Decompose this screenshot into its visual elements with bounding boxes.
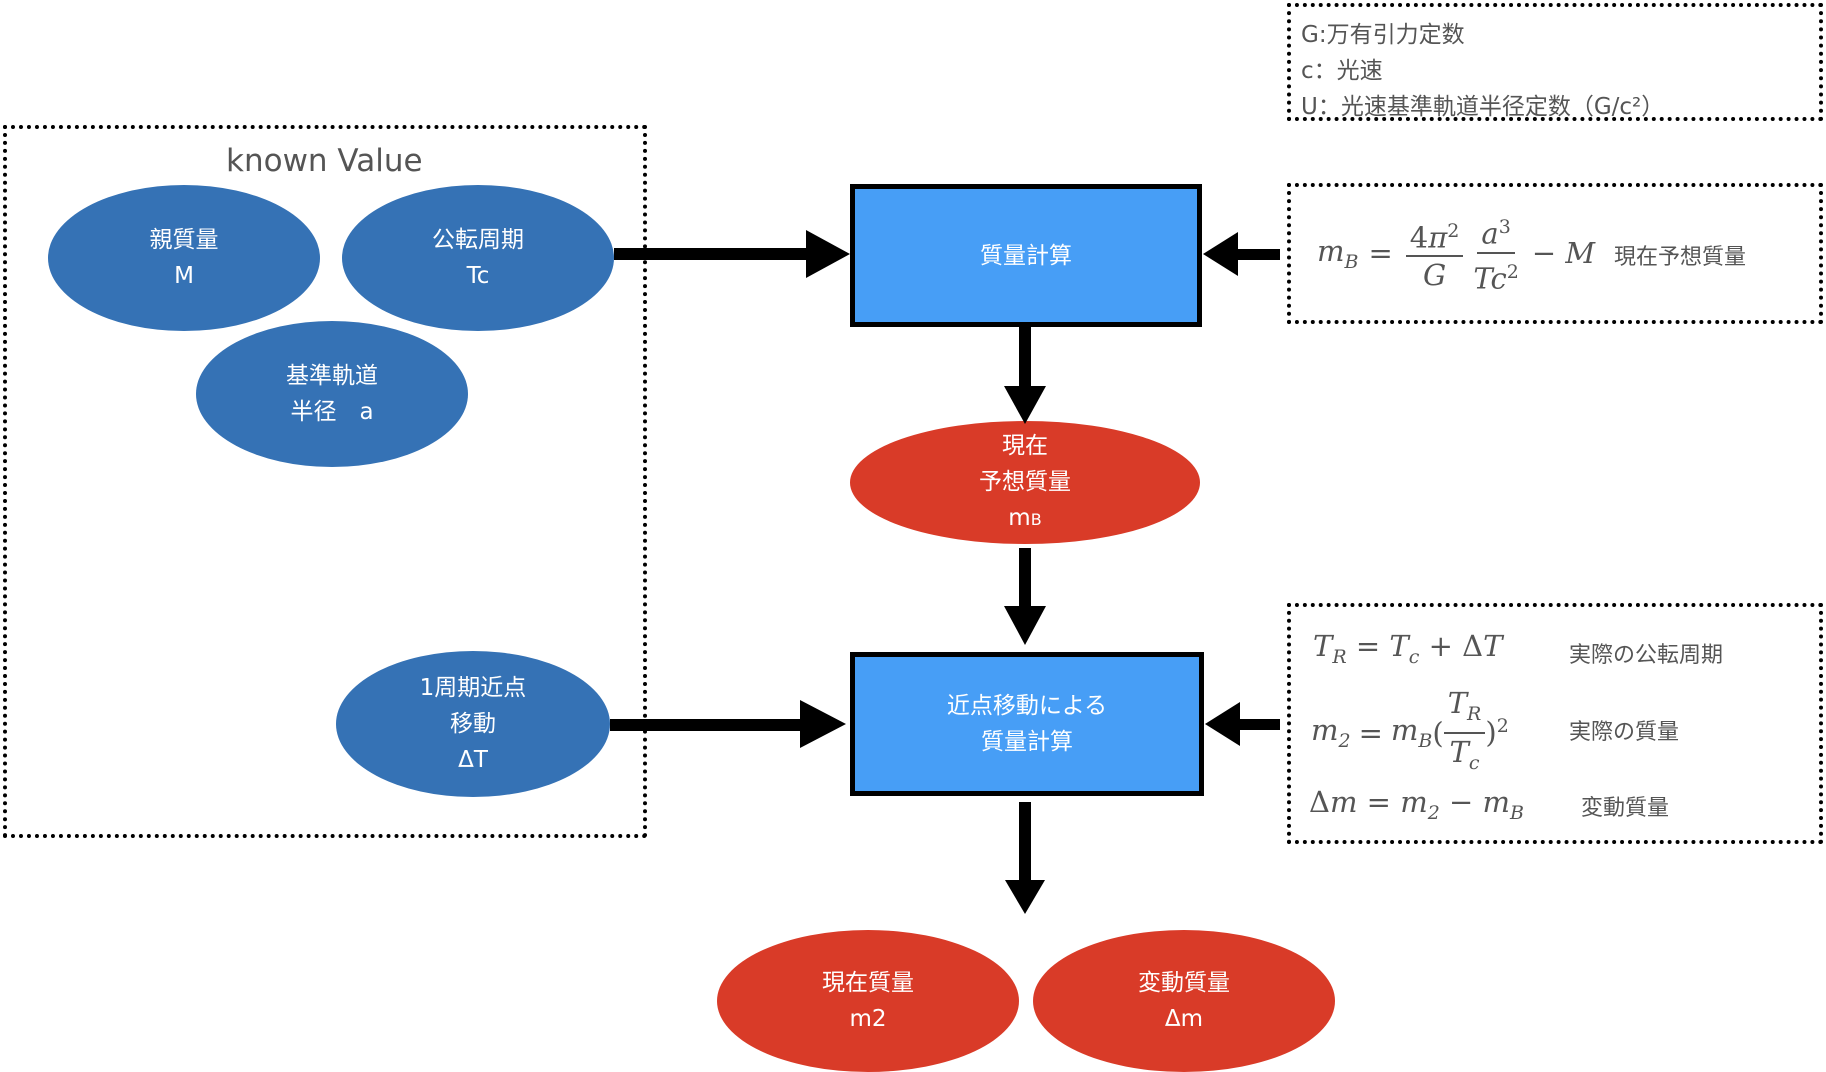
- output-predicted-mass[interactable]: 現在 予想質量 mB: [850, 421, 1200, 544]
- formula-desc: 実際の公転周期: [1569, 643, 1724, 668]
- process-label: 質量計算: [980, 242, 1072, 269]
- node-label-2: 移動: [450, 711, 496, 737]
- formula-desc: 変動質量: [1581, 796, 1670, 821]
- node-label: 親質量: [149, 227, 219, 253]
- process-mass-calc[interactable]: 質量計算: [850, 184, 1202, 327]
- node-label: 基準軌道: [286, 363, 378, 389]
- arrow-delta-t-to-perihelion-calc: [610, 700, 846, 748]
- output-symbol: Δm: [1164, 1006, 1204, 1032]
- output-label: 現在: [1002, 432, 1048, 459]
- node-symbol: 半径 a: [290, 399, 374, 425]
- legend-c: c：光速: [1301, 58, 1383, 84]
- legend-box: G:万有引力定数 c：光速 U：光速基準軌道半径定数（G/c²）: [1287, 3, 1823, 121]
- legend-U: U：光速基準軌道半径定数（G/c²）: [1301, 94, 1665, 120]
- node-orbital-period[interactable]: 公転周期 Tc: [342, 185, 614, 331]
- output-label-2: 予想質量: [979, 468, 1071, 495]
- known-value-title: known Value: [226, 143, 423, 179]
- node-parent-mass[interactable]: 親質量 M: [48, 185, 320, 331]
- output-label: 現在質量: [822, 970, 914, 996]
- arrow-perihelion-calc-to-outputs: [1005, 802, 1045, 914]
- node-symbol: ΔT: [458, 747, 488, 773]
- node-perihelion-shift[interactable]: 1周期近点 移動 ΔT: [336, 651, 610, 797]
- formula-desc: 実際の質量: [1569, 720, 1680, 745]
- node-symbol: Tc: [466, 263, 490, 289]
- formula-real-period: TR = Tc + ΔT: [1313, 629, 1503, 668]
- output-symbol: m2: [849, 1006, 887, 1032]
- node-label: 1周期近点: [419, 675, 527, 701]
- process-perihelion-mass-calc[interactable]: 近点移動による 質量計算: [850, 652, 1204, 796]
- process-label-2: 質量計算: [981, 729, 1073, 755]
- legend-G: G:万有引力定数: [1301, 22, 1465, 48]
- node-label: 公転周期: [432, 227, 524, 253]
- node-reference-orbit-radius[interactable]: 基準軌道 半径 a: [196, 321, 468, 467]
- known-value-group: [3, 125, 647, 838]
- arrow-formula2-to-perihelion-calc: [1205, 702, 1280, 746]
- arrow-predicted-to-perihelion-calc: [1004, 548, 1046, 645]
- arrow-known-to-mass-calc: [614, 230, 850, 278]
- formula-desc: 現在予想質量: [1614, 245, 1747, 270]
- process-label: 近点移動による: [946, 693, 1108, 719]
- output-delta-mass[interactable]: 変動質量 Δm: [1033, 930, 1335, 1072]
- output-label: 変動質量: [1138, 970, 1230, 996]
- node-symbol: M: [174, 263, 194, 289]
- output-current-mass[interactable]: 現在質量 m2: [717, 930, 1019, 1072]
- arrow-mass-calc-to-predicted: [1004, 327, 1046, 424]
- arrow-formula1-to-mass-calc: [1203, 232, 1280, 276]
- output-symbol: mB: [1008, 504, 1042, 531]
- formula-delta-mass: Δm = m2 − mB: [1309, 785, 1525, 824]
